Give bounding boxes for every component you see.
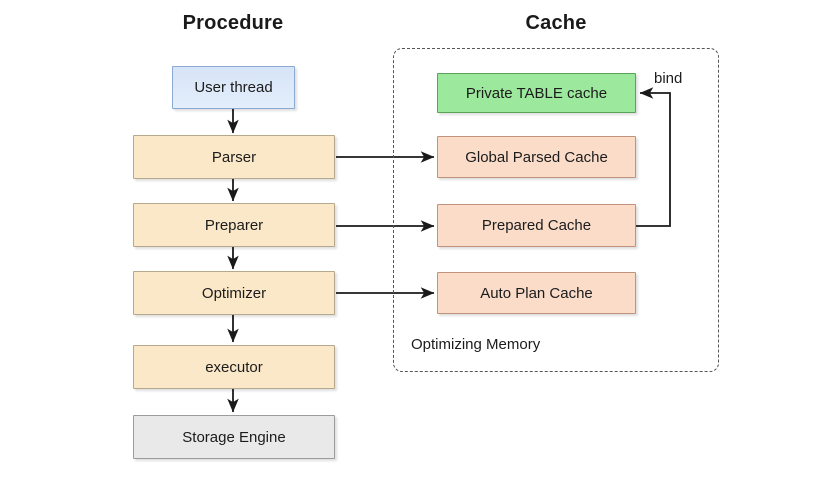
node-private-table-cache[interactable]: Private TABLE cache (437, 73, 636, 113)
node-preparer-label: Preparer (204, 216, 264, 234)
node-parser[interactable]: Parser (133, 135, 335, 179)
node-global-parsed-cache-label: Global Parsed Cache (465, 148, 608, 166)
node-parser-label: Parser (211, 148, 257, 166)
optimizing-memory-caption: Optimizing Memory (411, 336, 541, 353)
node-storage-engine[interactable]: Storage Engine (133, 415, 335, 459)
column-title-procedure: Procedure (182, 12, 284, 34)
node-executor-label: executor (205, 358, 263, 376)
node-auto-plan-cache[interactable]: Auto Plan Cache (437, 272, 636, 314)
node-global-parsed-cache[interactable]: Global Parsed Cache (437, 136, 636, 178)
node-auto-plan-cache-label: Auto Plan Cache (480, 284, 593, 302)
edge-label-bind: bind (654, 70, 683, 87)
node-prepared-cache[interactable]: Prepared Cache (437, 204, 636, 247)
node-prepared-cache-label: Prepared Cache (481, 217, 592, 234)
column-title-cache: Cache (525, 12, 587, 34)
node-executor[interactable]: executor (133, 345, 335, 389)
node-user-thread-label: User thread (194, 79, 273, 96)
node-user-thread[interactable]: User thread (172, 66, 295, 109)
node-preparer[interactable]: Preparer (133, 203, 335, 247)
node-optimizer-label: Optimizer (201, 284, 267, 302)
node-private-table-cache-label: Private TABLE cache (465, 84, 608, 102)
optimizing-memory-group (393, 48, 719, 372)
node-storage-engine-label: Storage Engine (182, 428, 286, 446)
node-optimizer[interactable]: Optimizer (133, 271, 335, 315)
